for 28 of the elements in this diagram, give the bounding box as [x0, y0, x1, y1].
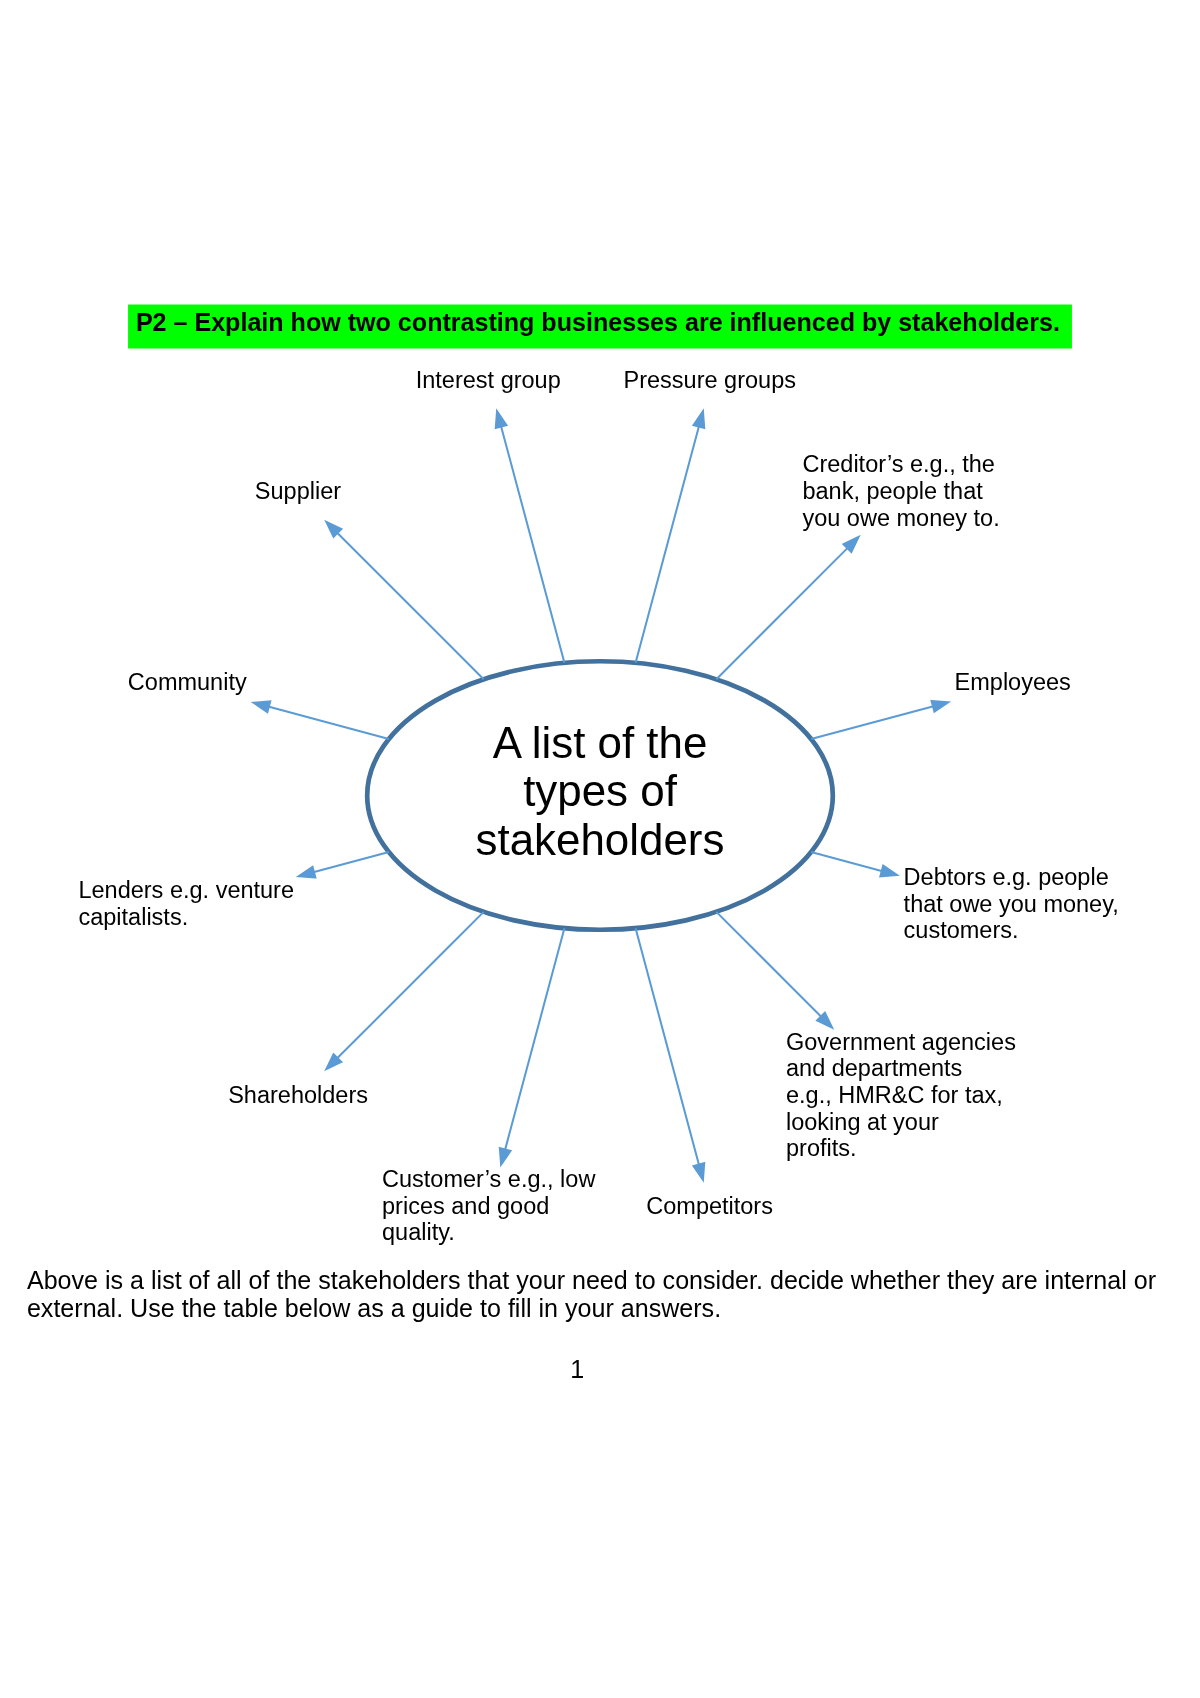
arrow — [250, 699, 390, 740]
node-text: Pressure groups — [623, 366, 796, 393]
node-text: Government agencies and departments e.g., HMR&C for tax, looking at your profits. — [786, 1028, 1016, 1161]
node-ellipse: A list of the types of stakeholders — [364, 658, 836, 932]
arrow — [634, 927, 706, 1183]
label: Above is a list of all of the stakeholders that your need to consider. decide whether they are internal or external. Use the table below as a guide to fill in your answers. — [26, 1265, 1157, 1322]
node-text: Shareholders — [228, 1081, 368, 1108]
arrow — [494, 407, 566, 663]
node-text: Competitors — [646, 1192, 773, 1219]
arrow — [715, 910, 835, 1030]
arrow — [295, 850, 390, 879]
node-text: Interest group — [415, 366, 561, 393]
arrow — [498, 927, 566, 1168]
arrow — [810, 699, 952, 740]
arrow — [715, 534, 861, 680]
arrow — [810, 850, 900, 877]
arrow — [324, 910, 485, 1071]
label: 1 — [570, 1354, 585, 1383]
node-text: Debtors e.g. people that owe you money, customers. — [903, 863, 1119, 943]
arrow — [634, 407, 706, 663]
node-text: Employees — [954, 668, 1071, 695]
node-text: Creditor’s e.g., the bank, people that you owe money to. — [802, 450, 1000, 531]
diagram-title: P2 – Explain how two contrasting businesses are influenced by stakeholders. — [135, 307, 1060, 336]
node-text: Supplier — [254, 477, 342, 504]
node-text: Customer’s e.g., low prices and good quality. — [382, 1165, 596, 1245]
node-text: Lenders e.g. venture capitalists. — [78, 876, 295, 930]
arrow — [324, 519, 485, 680]
node-text: Community — [127, 668, 247, 695]
